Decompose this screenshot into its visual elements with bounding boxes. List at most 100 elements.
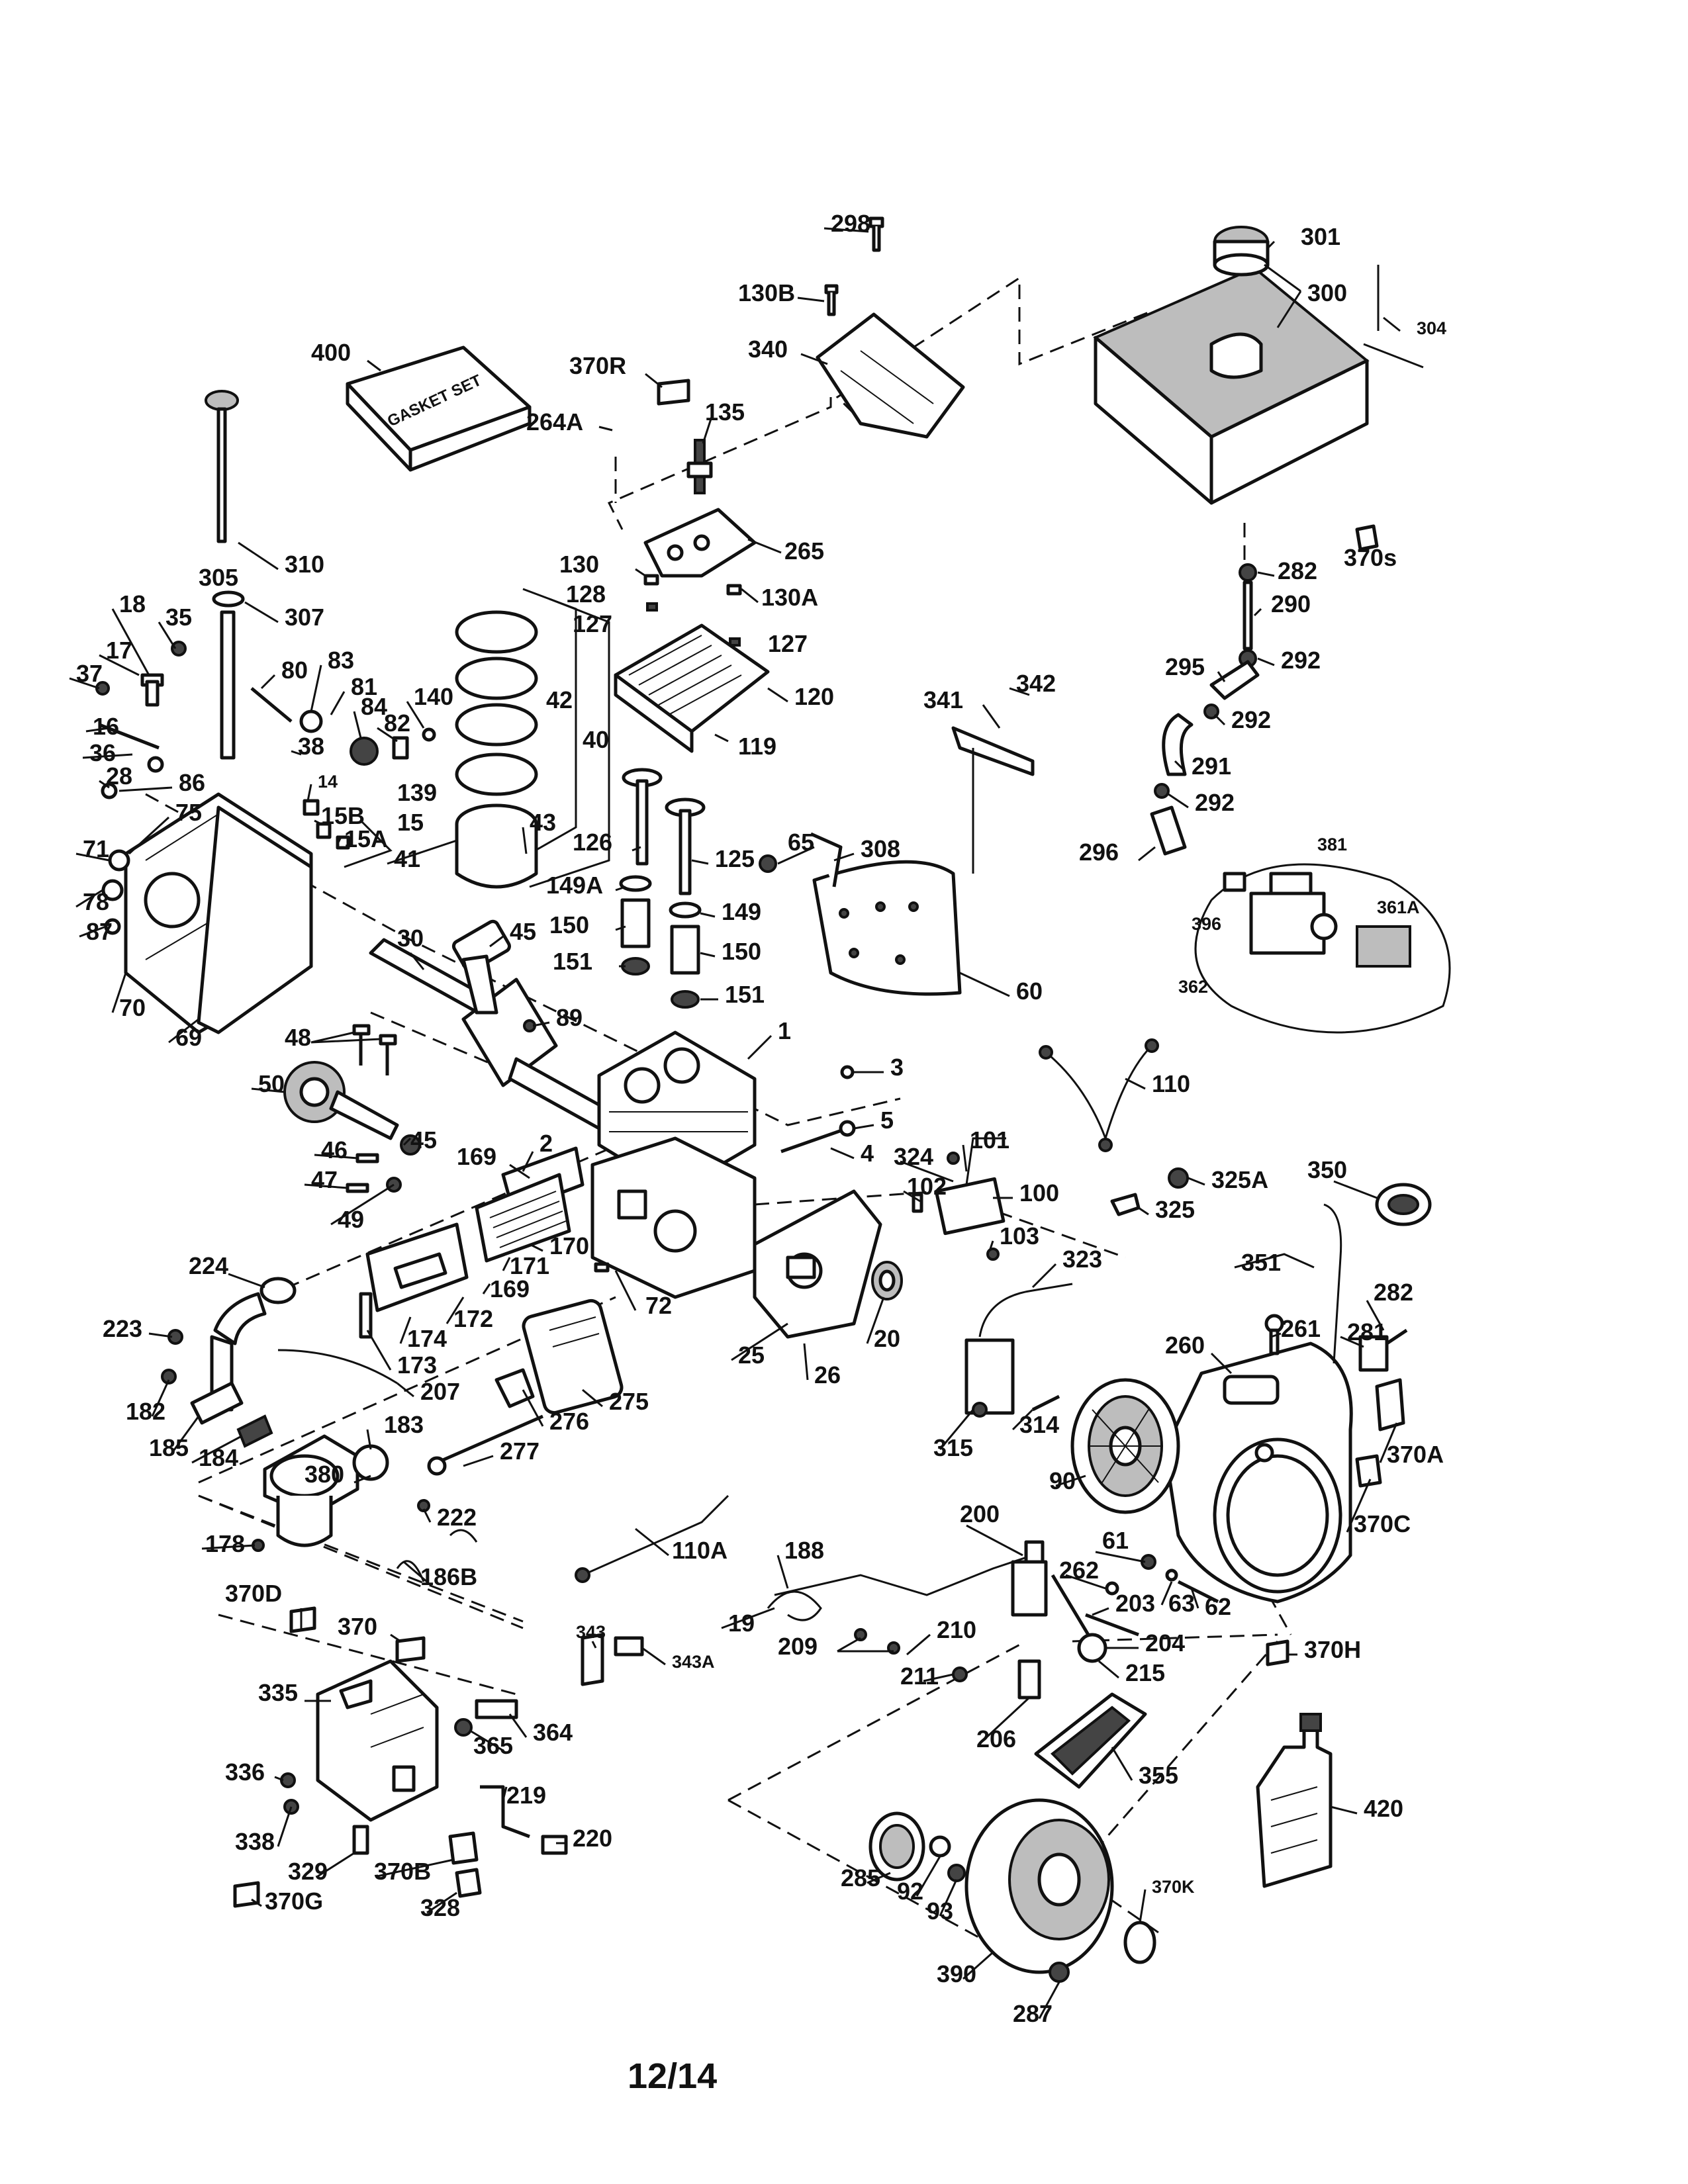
part-label-101: 101 — [970, 1126, 1009, 1154]
part-label-38: 38 — [298, 733, 324, 760]
labels-370 — [233, 379, 1405, 1964]
part-label-298: 298 — [831, 210, 870, 237]
part-label-48: 48 — [285, 1024, 311, 1051]
part-label-46: 46 — [321, 1136, 348, 1163]
part-label-295: 295 — [1165, 653, 1205, 680]
part-label-184: 184 — [199, 1444, 238, 1471]
part-label-130b: 130B — [738, 279, 795, 306]
part-label-370c: 370C — [1354, 1510, 1411, 1537]
part-label-71: 71 — [83, 835, 109, 862]
part-label-61: 61 — [1102, 1527, 1129, 1554]
part-label-380: 380 — [305, 1461, 344, 1488]
part-label-361a: 361A — [1377, 897, 1420, 917]
part-label-342: 342 — [1016, 670, 1056, 697]
part-label-90: 90 — [1049, 1467, 1076, 1494]
part-label-207: 207 — [420, 1378, 460, 1405]
leader-lines — [69, 227, 1401, 2019]
part-label-183: 183 — [384, 1411, 424, 1438]
spark-wire-351 — [1264, 1183, 1432, 1372]
part-label-336: 336 — [225, 1758, 265, 1786]
breather-25 — [753, 1189, 882, 1339]
part-label-296: 296 — [1079, 839, 1119, 866]
connectors-325 — [1110, 1167, 1189, 1216]
part-label-72: 72 — [645, 1292, 672, 1319]
part-label-26: 26 — [814, 1361, 841, 1388]
part-label-370b: 370B — [374, 1858, 431, 1885]
part-label-60: 60 — [1016, 978, 1043, 1005]
part-label-15: 15 — [397, 809, 424, 836]
part-label-282: 282 — [1374, 1279, 1413, 1306]
part-label-343: 343 — [576, 1622, 606, 1642]
part-label-128: 128 — [566, 580, 606, 608]
part-label-100: 100 — [1019, 1179, 1059, 1206]
part-304-rod — [1363, 265, 1424, 369]
part-label-308: 308 — [861, 835, 900, 862]
part-label-102: 102 — [907, 1173, 947, 1200]
part-label-338: 338 — [235, 1828, 275, 1855]
part-label-275: 275 — [609, 1388, 649, 1415]
part-label-15b: 15B — [321, 802, 365, 829]
part-label-49: 49 — [338, 1206, 364, 1233]
part-label-149a: 149A — [546, 872, 603, 899]
part-label-28: 28 — [106, 762, 132, 790]
starter-cup-285 — [868, 1811, 966, 1882]
gasket-set-box: GASKET SET — [346, 345, 532, 472]
part-label-119: 119 — [738, 733, 776, 760]
part-label-16: 16 — [93, 713, 119, 740]
part-label-84: 84 — [361, 693, 387, 720]
part-label-310: 310 — [285, 551, 324, 578]
part-label-203: 203 — [1115, 1590, 1155, 1617]
part-label-304: 304 — [1417, 318, 1446, 338]
part-label-341: 341 — [923, 686, 963, 713]
part-label-37: 37 — [76, 660, 103, 687]
part-label-75: 75 — [175, 799, 202, 826]
part-label-169: 169 — [457, 1143, 496, 1170]
part-label-219: 219 — [506, 1782, 546, 1809]
valves — [622, 768, 706, 895]
part-label-370r: 370R — [569, 352, 626, 379]
part-label-325a: 325A — [1211, 1166, 1268, 1193]
part-label-210: 210 — [937, 1616, 976, 1643]
part-label-35: 35 — [165, 604, 192, 631]
part-label-17: 17 — [106, 637, 132, 664]
part-label-3: 3 — [890, 1054, 904, 1081]
part-label-285: 285 — [841, 1864, 880, 1891]
carburetor-380 — [263, 1434, 389, 1547]
part-label-150: 150 — [549, 911, 589, 938]
part-label-86: 86 — [179, 769, 205, 796]
part-label-25: 25 — [738, 1342, 765, 1369]
fastener-130B — [824, 284, 839, 316]
part-label-47: 47 — [311, 1166, 338, 1193]
head-plate-265 — [643, 508, 757, 578]
part-label-290: 290 — [1271, 590, 1311, 617]
part-label-328: 328 — [420, 1894, 460, 1921]
page-number: 12/14 — [628, 2056, 717, 2096]
gasket-69 — [197, 805, 313, 1034]
part-label-151: 151 — [725, 981, 765, 1008]
part-label-223: 223 — [103, 1315, 142, 1342]
part-label-127: 127 — [768, 630, 808, 657]
part-label-139: 139 — [397, 779, 437, 806]
part-label-182: 182 — [126, 1398, 165, 1425]
part-label-343a: 343A — [672, 1652, 715, 1672]
part-label-5: 5 — [880, 1107, 894, 1134]
part-label-350: 350 — [1307, 1156, 1347, 1183]
flywheel-90 — [1070, 1378, 1180, 1514]
part-label-135: 135 — [705, 398, 745, 426]
part-label-4: 4 — [861, 1140, 874, 1167]
piston-rings — [455, 588, 610, 888]
ignition-coil-315 — [964, 1283, 1073, 1418]
tank-bracket-340 — [816, 312, 965, 439]
part-label-41: 41 — [394, 845, 420, 872]
part-label-30: 30 — [397, 925, 424, 952]
part-label-291: 291 — [1192, 752, 1231, 780]
part-label-400: 400 — [311, 339, 351, 366]
part-label-351: 351 — [1241, 1249, 1281, 1276]
recoil-starter-390 — [964, 1798, 1114, 1983]
control-panel-335 — [280, 1659, 439, 1855]
part-label-140: 140 — [414, 683, 453, 710]
part-label-50: 50 — [258, 1070, 285, 1097]
fastener-298 — [868, 216, 884, 252]
part-label-82: 82 — [384, 709, 410, 737]
part-label-130a: 130A — [761, 584, 818, 611]
